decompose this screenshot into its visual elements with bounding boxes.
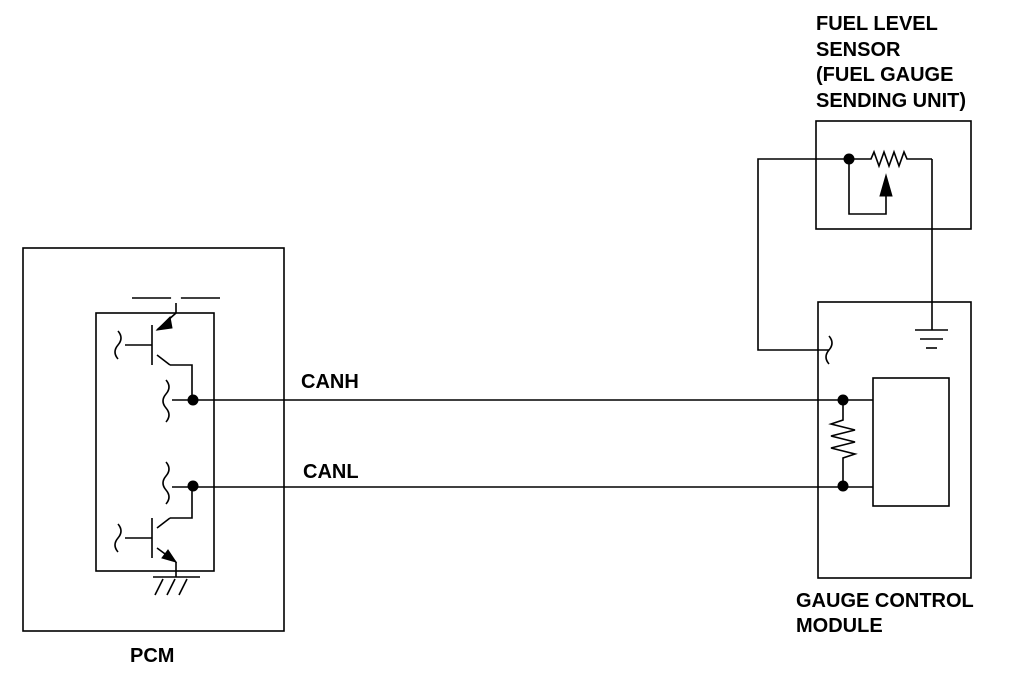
pcm-inner-box: [95, 312, 215, 572]
pcm-label: PCM: [130, 645, 175, 667]
pcm-canl-node: [187, 480, 199, 492]
pcm-ground-symbol: [153, 576, 200, 596]
fuel-level-sensor-box: [815, 120, 972, 230]
termination-resistor: [828, 400, 858, 486]
pcm-box: [22, 247, 285, 632]
canh-label: CANH: [301, 371, 359, 393]
pcm-canh-node: [187, 394, 199, 406]
fuel-sensor-potentiometer: [848, 149, 932, 215]
pcm-upper-transistor: [125, 312, 193, 400]
gcm-ground-symbol: [915, 329, 948, 349]
fuel-sensor-signal-wire: [757, 158, 849, 351]
pcm-lower-transistor-break-symbol: [114, 523, 122, 553]
pcm-upper-transistor-break-symbol: [114, 330, 122, 360]
fuel-level-sensor-label: FUEL LEVEL SENSOR (FUEL GAUGE SENDING UN…: [816, 13, 966, 112]
pcm-canl-break-symbol: [162, 461, 170, 505]
gauge-control-module-box: [817, 301, 972, 579]
gauge-control-module-ic: [872, 377, 950, 507]
pcm-lower-transistor: [125, 487, 193, 577]
pcm-supply-terminal: [171, 293, 181, 303]
gauge-control-module-label: GAUGE CONTROL MODULE: [796, 590, 974, 637]
pcm-canh-break-symbol: [162, 379, 170, 423]
canl-label: CANL: [303, 461, 359, 483]
